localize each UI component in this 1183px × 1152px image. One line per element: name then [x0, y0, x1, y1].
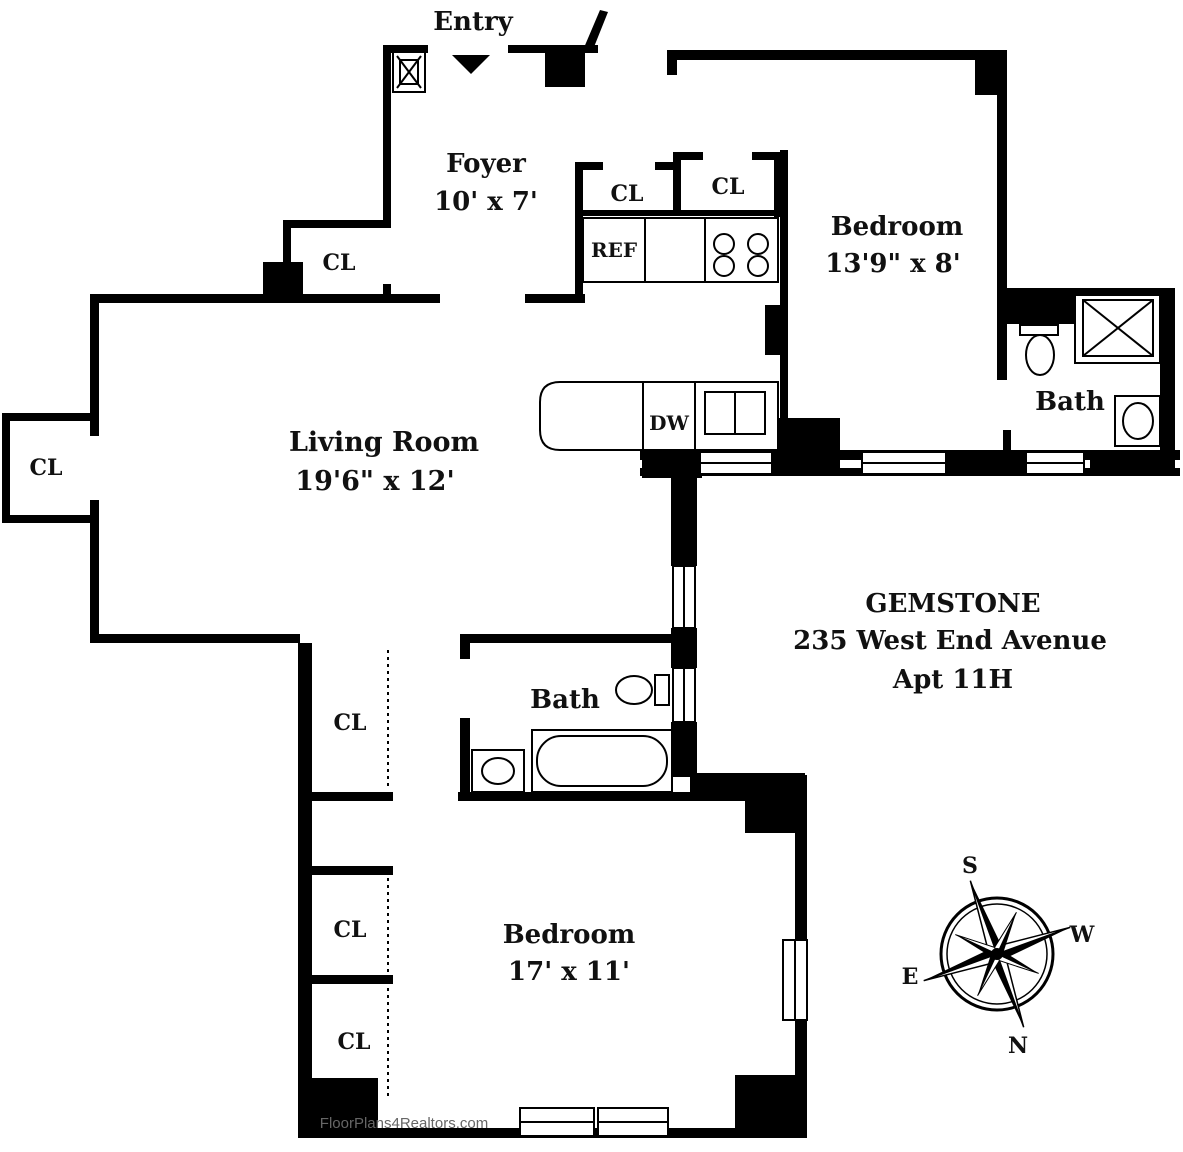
entry-label: Entry	[433, 7, 513, 37]
bedroom2-dims: 17' x 11'	[508, 957, 630, 987]
windows	[519, 451, 1085, 1137]
building-unit: Apt 11H	[892, 665, 1013, 695]
closet-label: CL	[323, 250, 356, 276]
bedroom1-dims: 13'9" x 8'	[825, 249, 960, 279]
bedroom2-name: Bedroom	[503, 920, 636, 950]
ref-label: REF	[591, 238, 637, 262]
living-room-dims: 19'6" x 12'	[295, 466, 454, 497]
credit-watermark: FloorPlans4Realtors.com	[320, 1115, 488, 1132]
closet-label: CL	[338, 1029, 371, 1055]
compass-east: E	[902, 964, 919, 990]
labels: Entry Foyer 10' x 7' Bedroom 13'9" x 8' …	[30, 7, 1107, 1132]
closet-label: CL	[334, 710, 367, 736]
compass-south: S	[962, 853, 978, 879]
closet-label: CL	[611, 181, 644, 207]
foyer-name: Foyer	[446, 149, 526, 179]
compass-west: W	[1069, 922, 1095, 948]
building-address: 235 West End Avenue	[793, 626, 1107, 656]
dw-label: DW	[649, 411, 689, 435]
closet-label: CL	[712, 174, 745, 200]
foyer-dims: 10' x 7'	[434, 187, 538, 217]
compass-rose	[923, 880, 1071, 1028]
fixtures	[387, 51, 1161, 1100]
building-name: GEMSTONE	[865, 589, 1040, 619]
entry-arrow	[452, 55, 490, 74]
living-room-name: Living Room	[289, 427, 479, 458]
bedroom1-name: Bedroom	[831, 212, 964, 242]
compass-north: N	[1008, 1033, 1028, 1059]
bath1-label: Bath	[1035, 387, 1105, 417]
bath2-label: Bath	[530, 685, 600, 715]
closet-label: CL	[334, 917, 367, 943]
closet-label: CL	[30, 455, 63, 481]
